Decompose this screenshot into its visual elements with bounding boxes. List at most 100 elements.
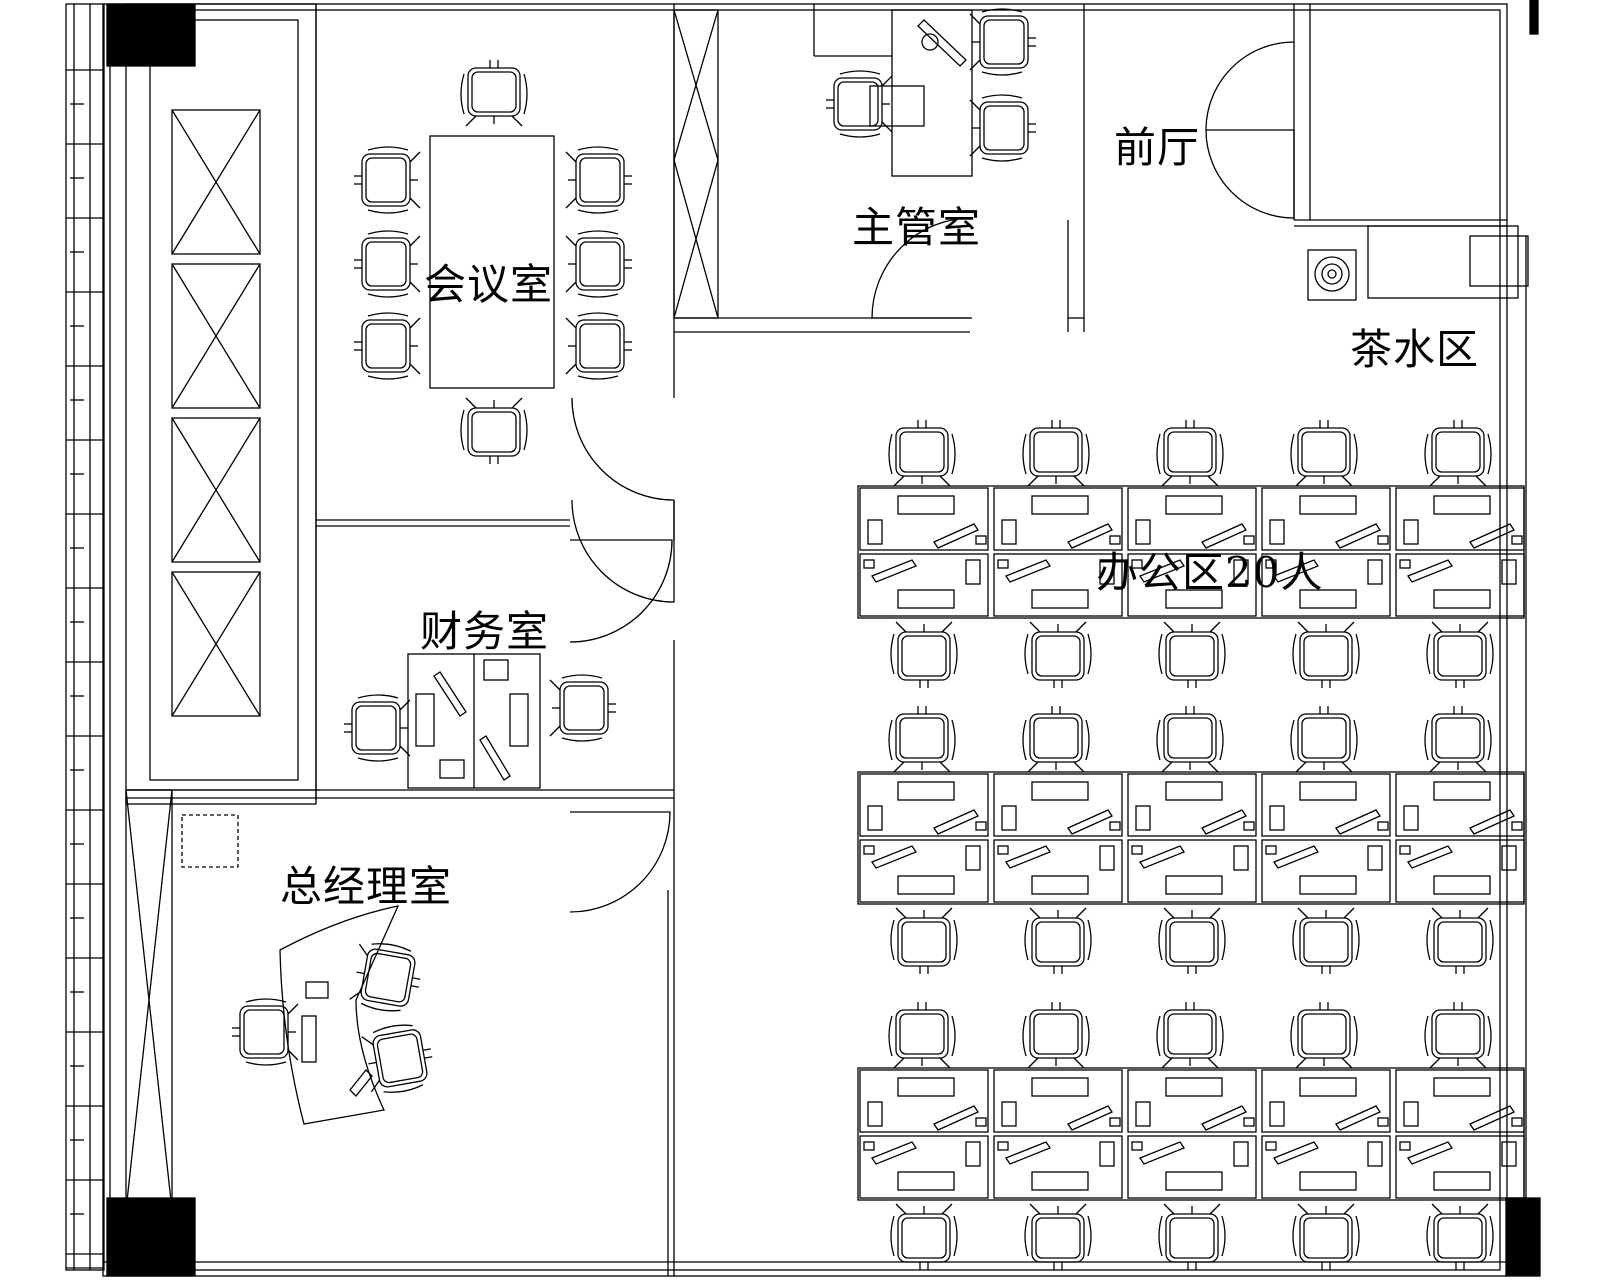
- chair-arm: [1292, 1215, 1297, 1257]
- chair-leg: [939, 761, 951, 773]
- chair-seat-inner: [365, 323, 407, 369]
- chair-seat-inner: [563, 685, 605, 731]
- chair-seat-inner: [579, 157, 621, 203]
- chair-arm: [1487, 1015, 1492, 1057]
- workstation-phone: [1233, 559, 1249, 585]
- chair-seat: [979, 15, 1029, 69]
- chair-seat-inner: [983, 105, 1025, 151]
- door-lobby-2: [1205, 129, 1295, 219]
- workstation-desk: [1127, 553, 1257, 617]
- workstation-outlet: [1399, 1141, 1411, 1151]
- chair-arm: [953, 919, 958, 961]
- workstation-chair: [890, 1203, 958, 1270]
- workstation-outlet: [1131, 1141, 1143, 1151]
- workstation-outlet: [863, 1141, 875, 1151]
- workstation-phone: [1403, 519, 1419, 545]
- workstation-keyboard: [1335, 523, 1381, 549]
- workstation-chair: [890, 621, 958, 688]
- chair-seat-inner: [1033, 431, 1079, 473]
- chair-leg: [1477, 1203, 1489, 1215]
- chair-seat-inner: [1033, 717, 1079, 759]
- chair-leg: [969, 145, 981, 157]
- chair-leg: [1429, 475, 1441, 487]
- chair-arm: [577, 375, 619, 380]
- workstation-cluster: [857, 1067, 1525, 1201]
- storage-panel-x: [171, 571, 261, 717]
- outer-wall-inner: [109, 9, 1501, 1271]
- chair-arm: [1424, 433, 1429, 475]
- chair-arm: [981, 94, 1023, 99]
- workstation-phone: [1403, 1101, 1419, 1127]
- workstation-phone: [867, 519, 883, 545]
- workstation-keyboard: [1139, 845, 1185, 869]
- workstation-keyboard: [1005, 1141, 1051, 1165]
- manager-mouse: [921, 33, 939, 51]
- chair-leg: [412, 977, 421, 980]
- manager-desk: [891, 9, 973, 177]
- workstation-desk: [1127, 1135, 1257, 1199]
- chair-seat: [897, 631, 951, 681]
- workstation-phone: [1501, 1141, 1517, 1167]
- chair-leg: [511, 115, 523, 127]
- workstation-outlet: [1377, 821, 1389, 831]
- chair-seat-inner: [1303, 1217, 1349, 1259]
- workstation-keyboard: [871, 1141, 917, 1165]
- workstation-phone: [1233, 845, 1249, 871]
- workstation-keyboard: [1273, 845, 1319, 869]
- chair-arm: [1156, 719, 1161, 761]
- chair-leg: [361, 1036, 374, 1046]
- chair-leg: [409, 317, 421, 329]
- workstation-monitor: [1433, 589, 1491, 609]
- furniture: [232, 8, 1525, 1270]
- workstation-chair: [1292, 1203, 1360, 1270]
- chair-arm: [951, 719, 956, 761]
- workstation-phone: [867, 1101, 883, 1127]
- chair-leg: [1297, 1203, 1309, 1215]
- manager-closet: [673, 9, 719, 319]
- chair-arm: [371, 943, 412, 952]
- chair-seat-inner: [1435, 431, 1481, 473]
- door-lobby: [1205, 41, 1295, 131]
- chair-arm: [1219, 1015, 1224, 1057]
- chair-seat: [351, 701, 401, 755]
- chair-arm: [951, 433, 956, 475]
- chair-leg: [511, 397, 523, 409]
- chair-arm: [1085, 433, 1090, 475]
- workstation-chair: [1292, 621, 1360, 688]
- chair-leg: [1029, 907, 1041, 919]
- workstation-desk: [859, 1135, 989, 1199]
- chair-seat-inner: [365, 157, 407, 203]
- chair-arm: [245, 1061, 287, 1066]
- workstation-phone: [1001, 805, 1017, 831]
- chair-leg: [1295, 1057, 1307, 1069]
- finance-drawer: [415, 693, 435, 747]
- chair-leg: [1475, 475, 1487, 487]
- workstation-chair: [1424, 420, 1492, 487]
- finance-chair: [549, 674, 616, 742]
- finance-keyboard: [479, 735, 511, 781]
- chair-seat-inner: [471, 411, 517, 453]
- room-label-lobby: 前厅: [1114, 123, 1201, 172]
- chair-seat: [1299, 631, 1353, 681]
- workstation-keyboard: [1139, 559, 1185, 583]
- chair-arm: [951, 1015, 956, 1057]
- workstation-outlet: [997, 845, 1009, 855]
- workstation-monitor: [1433, 1171, 1491, 1191]
- workstation-phone: [1367, 1141, 1383, 1167]
- chair-leg: [1431, 907, 1443, 919]
- chair-seat: [1297, 1009, 1351, 1059]
- tea-counter: [1367, 225, 1519, 299]
- chair-leg: [1073, 1057, 1085, 1069]
- column-bottom-left: [106, 1197, 196, 1277]
- chair-seat: [1433, 631, 1487, 681]
- chair-seat: [1165, 631, 1219, 681]
- meeting-chair: [354, 312, 421, 380]
- workstation-keyboard: [933, 1105, 979, 1131]
- gm-pen-tray: [349, 1069, 373, 1097]
- chair-arm: [839, 70, 881, 75]
- meeting-chair: [565, 312, 632, 380]
- chair-arm: [1489, 919, 1494, 961]
- chair-leg: [409, 363, 421, 375]
- workstation-desk: [1127, 839, 1257, 903]
- gm-desk: [279, 905, 400, 1125]
